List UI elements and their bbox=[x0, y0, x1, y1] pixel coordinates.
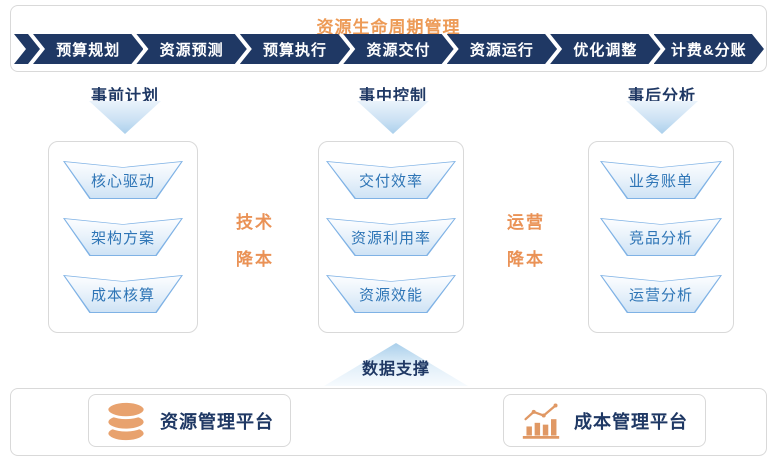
item-resource-utilization: 资源利用率 bbox=[326, 218, 456, 256]
phase-label: 事中控制 bbox=[358, 88, 427, 105]
item-label: 核心驱动 bbox=[90, 172, 155, 190]
item-label: 运营分析 bbox=[628, 286, 693, 304]
phase-label: 事后分析 bbox=[627, 88, 696, 105]
item-operation-analysis: 运营分析 bbox=[600, 275, 722, 313]
phase-before-plan: 事前计划 bbox=[60, 82, 190, 106]
stage-label: 预算执行 bbox=[263, 41, 328, 59]
operation-cost-line2: 降本 bbox=[507, 250, 545, 269]
stage-label: 预算规划 bbox=[56, 41, 121, 59]
stage-chevron-band: 预算规划 资源预测 预算执行 资源交付 资源运行 优化调整 计费&分账 bbox=[14, 34, 764, 64]
item-label: 资源利用率 bbox=[350, 229, 431, 247]
item-label: 业务账单 bbox=[628, 172, 693, 190]
stage-budget-planning: 预算规划 bbox=[33, 34, 143, 64]
stage-label: 优化调整 bbox=[573, 41, 638, 59]
stage-budget-execution: 预算执行 bbox=[240, 34, 350, 64]
stage-billing-allocation: 计费&分账 bbox=[654, 34, 764, 64]
item-delivery-efficiency: 交付效率 bbox=[326, 161, 456, 199]
stage-label: 计费&分账 bbox=[670, 41, 747, 59]
phase-in-process-control: 事中控制 bbox=[328, 82, 458, 106]
before-plan-box: 核心驱动 架构方案 成本核算 bbox=[48, 141, 198, 333]
item-label: 竞品分析 bbox=[628, 229, 693, 247]
item-resource-efficiency: 资源效能 bbox=[326, 275, 456, 313]
stage-label: 资源运行 bbox=[469, 41, 534, 59]
phase-label: 事前计划 bbox=[90, 88, 159, 105]
tech-cost-line1: 技术 bbox=[236, 213, 274, 232]
arrow-down-icon bbox=[626, 101, 698, 134]
operation-cost-reduction-label: 运营 降本 bbox=[496, 204, 556, 278]
item-cost-accounting: 成本核算 bbox=[63, 275, 183, 313]
item-business-bill: 业务账单 bbox=[600, 161, 722, 199]
arrow-down-icon bbox=[357, 101, 429, 134]
stage-label: 资源预测 bbox=[159, 41, 224, 59]
item-core-driver: 核心驱动 bbox=[63, 161, 183, 199]
stage-label: 资源交付 bbox=[366, 41, 431, 59]
arrow-down-icon bbox=[89, 101, 161, 134]
item-architecture-plan: 架构方案 bbox=[63, 218, 183, 256]
after-analysis-box: 业务账单 竞品分析 运营分析 bbox=[588, 141, 734, 333]
phase-after-analysis: 事后分析 bbox=[597, 82, 727, 106]
resource-management-platform-card: 资源管理平台 bbox=[88, 394, 291, 447]
operation-cost-line1: 运营 bbox=[507, 213, 545, 232]
stage-resource-forecast: 资源预测 bbox=[136, 34, 246, 64]
database-icon bbox=[105, 399, 147, 443]
item-competitor-analysis: 竞品分析 bbox=[600, 218, 722, 256]
lifecycle-header-box: 资源生命周期管理 预算规划 资源预测 预算执行 资源交付 资源运行 优化调整 计… bbox=[10, 5, 767, 72]
chevron-lead-icon bbox=[14, 34, 40, 64]
data-support-label: 数据支撑 bbox=[361, 361, 430, 378]
stage-resource-delivery: 资源交付 bbox=[343, 34, 453, 64]
tech-cost-reduction-label: 技术 降本 bbox=[225, 204, 285, 278]
stage-optimization: 优化调整 bbox=[550, 34, 660, 64]
stage-resource-operation: 资源运行 bbox=[447, 34, 557, 64]
in-process-control-box: 交付效率 资源利用率 资源效能 bbox=[318, 141, 464, 333]
bar-chart-icon bbox=[521, 401, 561, 441]
tech-cost-line2: 降本 bbox=[236, 250, 274, 269]
item-label: 交付效率 bbox=[358, 172, 423, 190]
item-label: 成本核算 bbox=[90, 286, 155, 304]
platform-label: 资源管理平台 bbox=[160, 411, 274, 432]
item-label: 资源效能 bbox=[358, 286, 423, 304]
page-title: 资源生命周期管理 bbox=[316, 18, 461, 37]
platform-label: 成本管理平台 bbox=[574, 411, 688, 432]
item-label: 架构方案 bbox=[90, 229, 155, 247]
cost-management-platform-card: 成本管理平台 bbox=[503, 394, 706, 447]
